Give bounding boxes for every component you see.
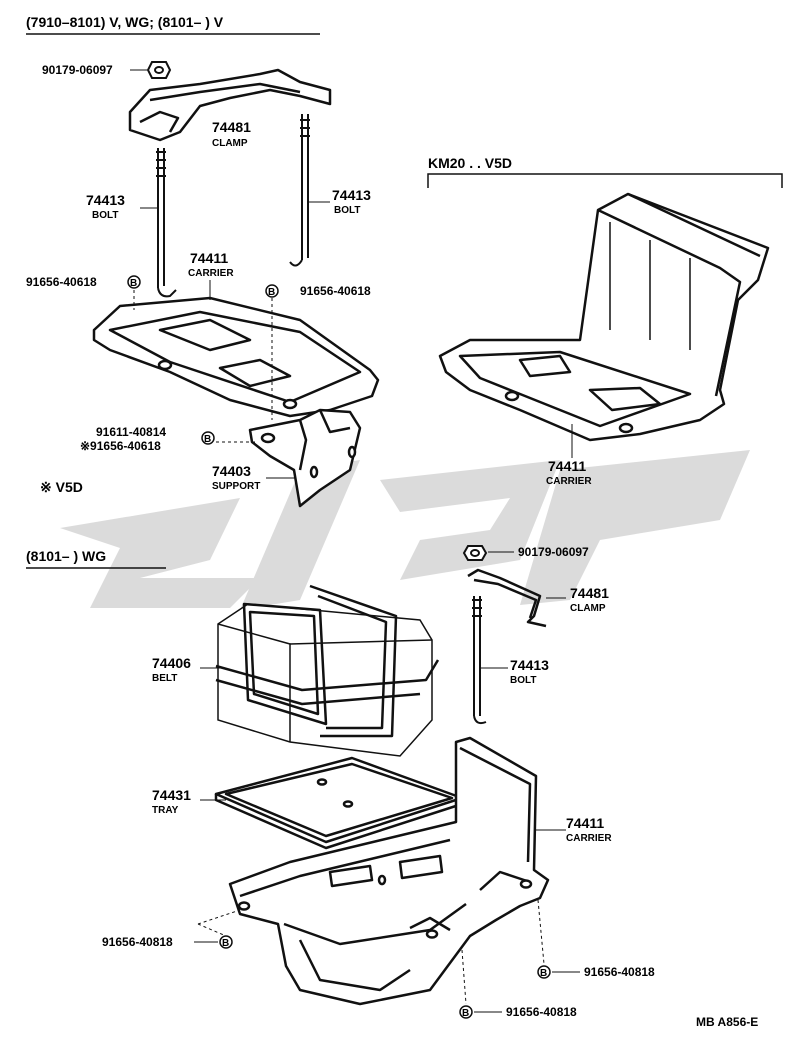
watermark-logo — [60, 450, 750, 610]
label-bolt-sup-2: ※91656-40618 — [80, 439, 161, 453]
label-b-bot-mid: 91656-40818 — [506, 1005, 577, 1019]
b-marker-support — [201, 431, 215, 445]
km-bracket — [427, 173, 783, 188]
b-marker-left — [127, 275, 141, 289]
clamp-mid-icon — [467, 568, 547, 628]
label-b-bot-left: 91656-40818 — [102, 935, 173, 949]
label-nut-mid: 90179-06097 — [518, 545, 589, 559]
label-clamp-top-cap: CLAMP — [212, 138, 248, 149]
belt-icon — [215, 584, 440, 738]
bolt-mid-icon — [472, 596, 487, 725]
svg-text:B: B — [540, 968, 547, 979]
label-carrier-km-cap: CARRIER — [546, 476, 592, 487]
svg-text:B: B — [462, 1008, 469, 1019]
label-carrier-bot-num: 74411 — [566, 815, 604, 831]
label-clamp-mid-cap: CLAMP — [570, 603, 606, 614]
label-bolt-mid-cap: BOLT — [510, 675, 536, 686]
label-carrier-top-num: 74411 — [190, 250, 228, 266]
b-marker-bot-mid — [459, 1005, 473, 1019]
label-bolt-sup-1: 91611-40814 — [96, 425, 166, 439]
carrier-top-icon — [92, 296, 380, 418]
v5d-note: ※ V5D — [40, 479, 83, 495]
label-carrier-top-cap: CARRIER — [188, 268, 234, 279]
nut-mid-icon — [462, 545, 488, 561]
b-marker-right — [265, 284, 279, 298]
label-b-right: 91656-40618 — [300, 284, 371, 298]
support-icon — [248, 408, 362, 508]
svg-text:B: B — [222, 938, 229, 949]
label-b-bot-right: 91656-40818 — [584, 965, 655, 979]
carrier-km-icon — [438, 192, 770, 442]
km-header: KM20 . . V5D — [428, 155, 512, 171]
label-belt-num: 74406 — [152, 655, 191, 671]
bolt-left-icon — [156, 148, 177, 298]
label-clamp-mid-num: 74481 — [570, 585, 609, 601]
svg-text:B: B — [268, 287, 275, 298]
label-bolt-left-num: 74413 — [86, 192, 125, 208]
label-tray-cap: TRAY — [152, 805, 179, 816]
label-belt-cap: BELT — [152, 673, 177, 684]
label-bolt-mid-num: 74413 — [510, 657, 549, 673]
wg-header: (8101– ) WG — [26, 548, 106, 564]
label-support-num: 74403 — [212, 463, 251, 479]
label-bolt-left-cap: BOLT — [92, 210, 118, 221]
header-range: (7910–8101) V, WG; (8101– ) V — [26, 14, 224, 30]
b-marker-bot-right — [537, 965, 551, 979]
label-tray-num: 74431 — [152, 787, 191, 803]
label-bolt-right-num: 74413 — [332, 187, 371, 203]
label-carrier-km-num: 74411 — [548, 458, 586, 474]
bolt-right-icon — [289, 114, 310, 267]
svg-text:B: B — [130, 278, 137, 289]
carrier-bottom-icon — [228, 736, 550, 1006]
figure-reference: MB A856-E — [696, 1015, 758, 1029]
nut-top-icon — [146, 61, 172, 79]
label-support-cap: SUPPORT — [212, 481, 260, 492]
label-carrier-bot-cap: CARRIER — [566, 833, 612, 844]
label-nut-top: 90179-06097 — [42, 63, 113, 77]
clamp-top-icon — [128, 68, 332, 142]
label-bolt-right-cap: BOLT — [334, 205, 360, 216]
svg-text:B: B — [204, 434, 211, 445]
label-b-left: 91656-40618 — [26, 275, 97, 289]
label-clamp-top-num: 74481 — [212, 119, 251, 135]
